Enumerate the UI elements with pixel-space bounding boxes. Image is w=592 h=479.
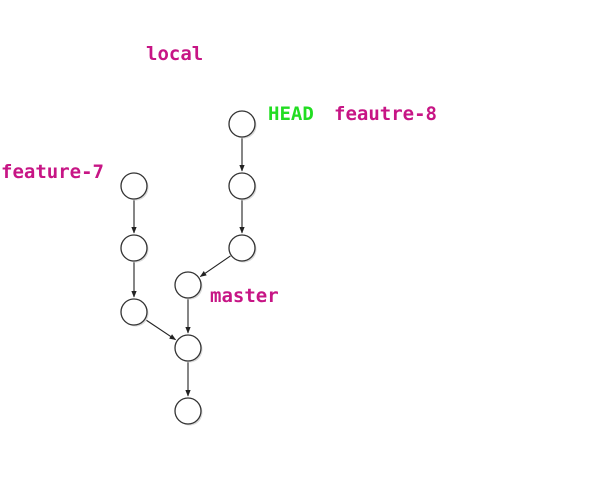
commit-node-c6: [120, 234, 148, 262]
commit-node-c5: [120, 172, 148, 200]
feature-7-label: feature-7: [1, 161, 104, 183]
commit-edge-c7-c8: [145, 319, 177, 341]
commit-edges: [131, 138, 245, 397]
commit-node-c3: [228, 234, 256, 262]
commit-node-c7: [120, 298, 148, 326]
commit-node-c4: [174, 271, 202, 299]
commit-edge-c3-c4: [199, 255, 231, 277]
commit-nodes: [120, 110, 257, 426]
commit-node-c9: [174, 397, 202, 425]
head-label: HEAD: [268, 103, 314, 125]
master-label: master: [210, 285, 279, 307]
feautre-8-label: feautre-8: [334, 103, 437, 125]
commit-node-c1: [228, 110, 256, 138]
commit-node-c8: [174, 334, 202, 362]
commit-node-c2: [228, 172, 256, 200]
diagram-title: local: [146, 43, 203, 65]
